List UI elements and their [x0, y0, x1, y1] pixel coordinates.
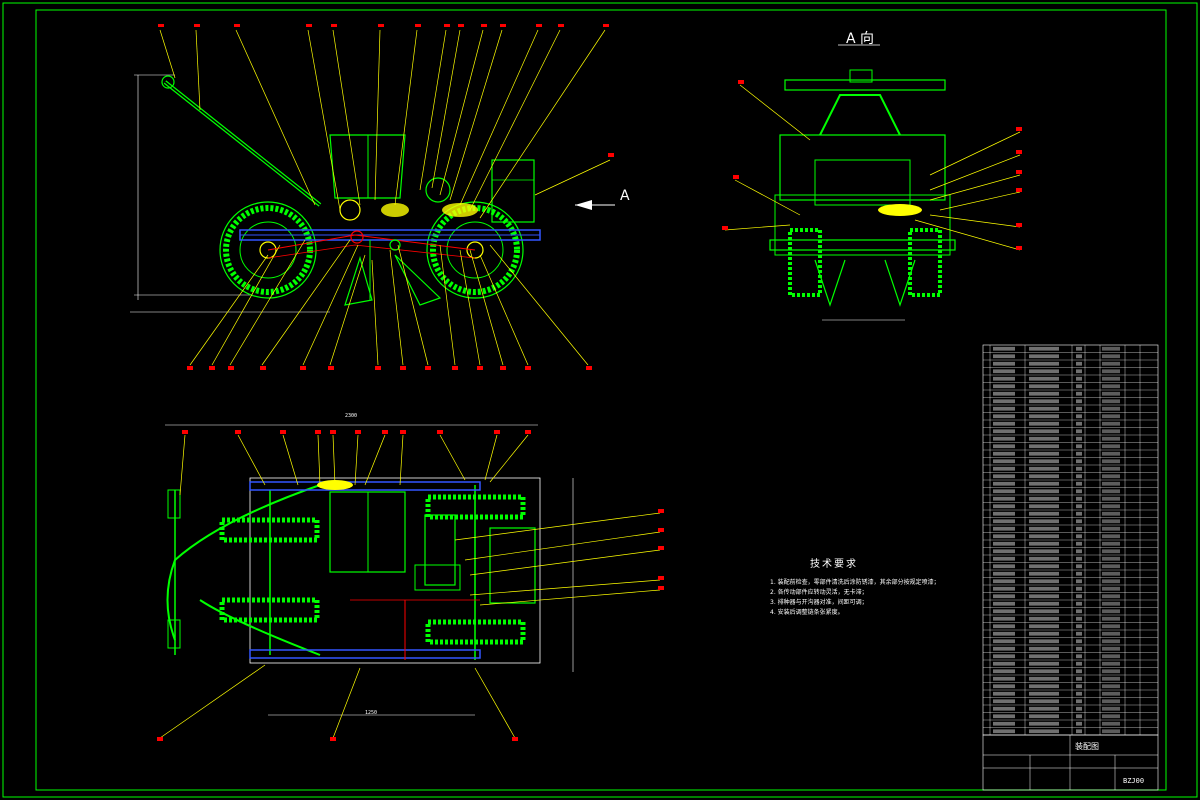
- parts-list: [982, 344, 1159, 736]
- title-block-code: BZJ00: [1123, 777, 1145, 785]
- dimension-bottom: 1250: [365, 710, 378, 716]
- title-block: [982, 734, 1159, 791]
- view-a-label: A 向: [846, 31, 875, 47]
- top-view: [157, 424, 664, 741]
- view-a: [722, 44, 1022, 321]
- note-line: 4. 安装后调整链条张紧度。: [770, 609, 844, 616]
- note-line: 2. 各传动部件应转动灵活，无卡滞；: [770, 589, 868, 596]
- dimension-top: 2300: [345, 413, 358, 419]
- title-block-name: 装配图: [1075, 742, 1099, 751]
- note-line: 3. 排种器与开沟器对准，间距可调；: [770, 599, 868, 606]
- notes-title: 技术要求: [810, 559, 858, 570]
- side-view: [130, 24, 615, 370]
- arrow-a-label: A: [620, 188, 630, 204]
- inner-border: [35, 9, 1167, 791]
- note-line: 1. 装配前检查，零部件清洗后涂防锈漆，其余部分按规定喷漆；: [770, 579, 940, 586]
- technical-notes: 技术要求 1. 装配前检查，零部件清洗后涂防锈漆，其余部分按规定喷漆； 2. 各…: [770, 555, 940, 618]
